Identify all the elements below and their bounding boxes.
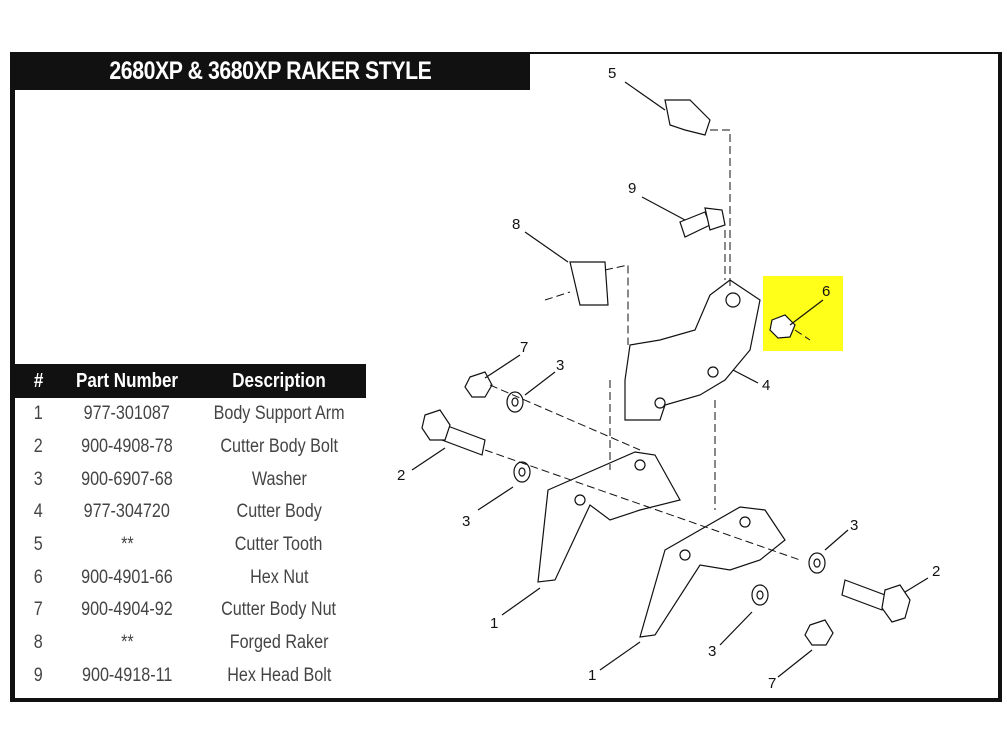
table-row: 8 ** Forged Raker (15, 627, 366, 660)
cell-desc: Cutter Tooth (235, 534, 323, 556)
callout-label: 9 (628, 180, 636, 197)
callout-label: 3 (708, 643, 716, 660)
table-row: 6 900-4901-66 Hex Nut (15, 561, 366, 594)
title-text: 2680XP & 3680XP RAKER STYLE (108, 57, 431, 85)
cell-desc: Forged Raker (229, 632, 329, 654)
callout-label: 6 (822, 283, 830, 300)
table-row: 4 977-304720 Cutter Body (15, 496, 366, 529)
callout-label: 3 (462, 513, 470, 530)
header-part: Part Number (62, 364, 192, 398)
page-title: 2680XP & 3680XP RAKER STYLE (10, 52, 530, 90)
header-desc: Description (192, 364, 366, 398)
callout-label: 2 (397, 467, 405, 484)
cutter-body-bolt-right (841, 579, 886, 611)
cell-part: 900-6907-68 (81, 468, 173, 490)
table-header: # Part Number Description (15, 364, 366, 398)
highlight-hex-nut (763, 276, 843, 351)
forged-raker (569, 261, 609, 306)
cell-num: 6 (33, 566, 43, 588)
cell-part: 900-4904-92 (81, 599, 173, 621)
cell-num: 5 (33, 534, 43, 556)
body-support-arm-right (639, 506, 786, 638)
cell-desc: Cutter Body Bolt (220, 436, 338, 458)
callout-label: 8 (512, 216, 520, 233)
cell-part: 977-304720 (83, 501, 171, 523)
callout-label: 1 (490, 615, 498, 632)
cell-part: 900-4908-78 (81, 436, 173, 458)
cell-num: 7 (33, 599, 43, 621)
parts-table: # Part Number Description 1 977-301087 Bod… (15, 364, 366, 692)
cell-desc: Cutter Body (236, 501, 322, 523)
table-row: 7 900-4904-92 Cutter Body Nut (15, 594, 366, 627)
cutter-body (624, 279, 761, 421)
cell-num: 2 (33, 436, 43, 458)
table-row: 5 ** Cutter Tooth (15, 529, 366, 562)
cell-part: ** (120, 534, 134, 556)
cell-desc: Cutter Body Nut (221, 599, 337, 621)
table-row: 9 900-4918-11 Hex Head Bolt (15, 660, 366, 693)
callout-label: 5 (608, 65, 616, 82)
cell-part: ** (120, 632, 134, 654)
callout-label: 7 (768, 675, 776, 692)
header-num: # (15, 364, 62, 398)
cell-num: 8 (33, 632, 43, 654)
cell-desc: Hex Head Bolt (226, 664, 332, 686)
cutter-tooth (664, 99, 711, 136)
cell-part: 977-301087 (83, 403, 171, 425)
table-row: 3 900-6907-68 Washer (15, 463, 366, 496)
callout-label: 2 (932, 563, 940, 580)
table-row: 2 900-4908-78 Cutter Body Bolt (15, 431, 366, 464)
body-support-arm-left (537, 451, 681, 583)
callout-label: 7 (520, 339, 528, 356)
callout-label: 1 (588, 667, 596, 684)
callout-label: 4 (762, 377, 770, 394)
cell-num: 9 (33, 664, 43, 686)
table-row: 1 977-301087 Body Support Arm (15, 398, 366, 431)
hex-head-bolt-9 (679, 211, 711, 238)
cell-desc: Washer (251, 468, 307, 490)
callout-label: 3 (556, 357, 564, 374)
cell-num: 1 (33, 403, 43, 425)
cell-part: 900-4918-11 (81, 664, 173, 686)
cell-desc: Hex Nut (249, 566, 309, 588)
cell-num: 4 (33, 501, 43, 523)
cell-desc: Body Support Arm (213, 403, 345, 425)
callout-label: 3 (850, 517, 858, 534)
cell-num: 3 (33, 468, 43, 490)
cell-part: 900-4901-66 (81, 566, 173, 588)
